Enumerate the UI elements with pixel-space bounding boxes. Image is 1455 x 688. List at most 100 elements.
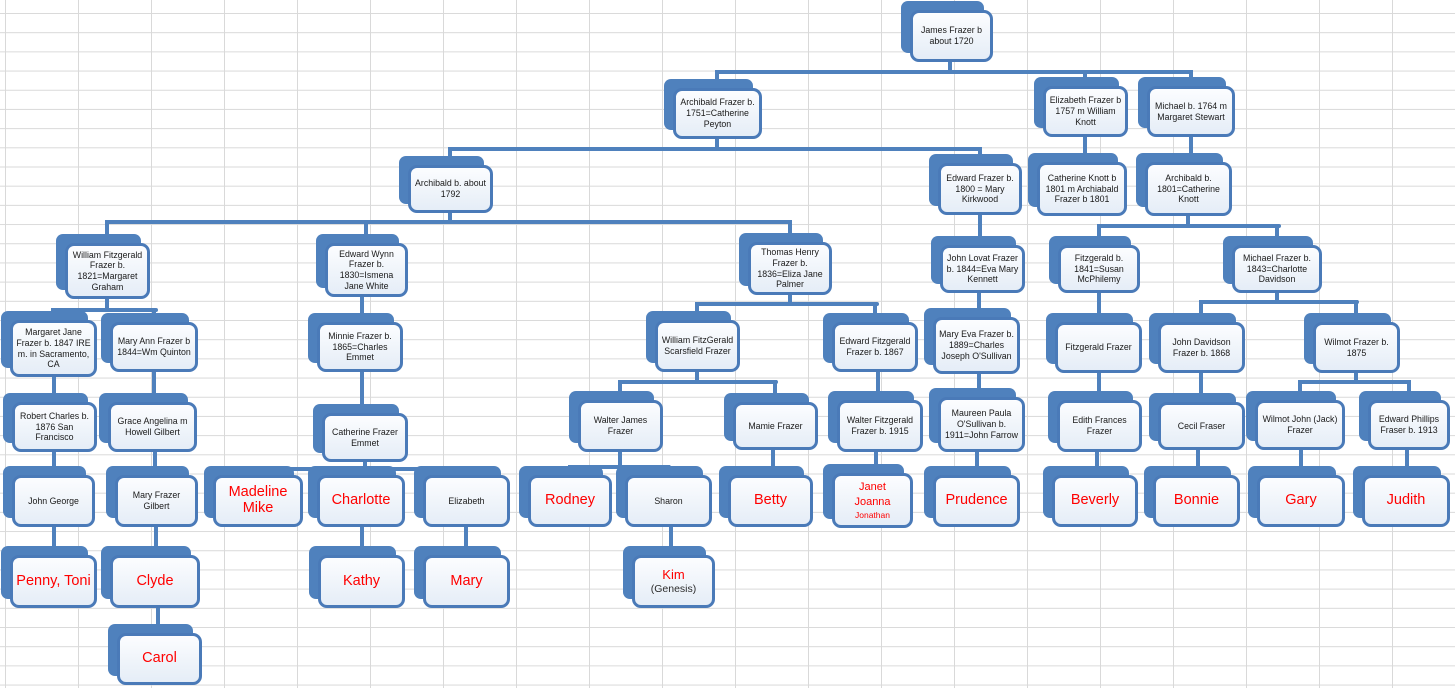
person-name: Kathy <box>342 572 381 589</box>
connector-line <box>695 302 879 306</box>
node-archibald-1792[interactable]: Archibald b. about 1792 <box>399 156 493 213</box>
node-thomas-henry-frazer-1836[interactable]: Thomas Henry Frazer b. 1836=Eliza Jane P… <box>739 233 832 295</box>
person-name: Edward Frazer b. 1800 = Mary Kirkwood <box>946 172 1014 205</box>
connector-line <box>156 608 160 633</box>
connector-line <box>1405 450 1409 475</box>
connector-line <box>977 374 981 397</box>
node-john-george[interactable]: John George <box>3 466 95 527</box>
node-mary[interactable]: Mary <box>414 546 510 608</box>
node-wilmot-frazer-1875[interactable]: Wilmot Frazer b. 1875 <box>1304 313 1400 373</box>
node-wilmot-john-jack-frazer[interactable]: Wilmot John (Jack) Frazer <box>1246 391 1345 450</box>
node-edith-frances-frazer[interactable]: Edith Frances Frazer <box>1048 391 1142 452</box>
node-charlotte[interactable]: Charlotte <box>308 466 405 527</box>
connector-line <box>618 380 622 400</box>
node-judith[interactable]: Judith <box>1353 466 1450 527</box>
person-name: William FitzGerald Scarsfield Frazer <box>661 335 734 356</box>
person-name: Elizabeth <box>448 495 485 506</box>
node-minnie-frazer-1865[interactable]: Minnie Frazer b. 1865=Charles Emmet <box>308 313 403 372</box>
node-john-davidson-frazer-1868[interactable]: John Davidson Frazer b. 1868 <box>1149 313 1245 373</box>
person-name: Catherine Frazer Emmet <box>331 426 398 448</box>
node-bonnie[interactable]: Bonnie <box>1144 466 1240 527</box>
node-kim-genesis[interactable]: Kim(Genesis) <box>623 546 715 608</box>
connector-line <box>360 372 364 413</box>
node-michael-1764[interactable]: Michael b. 1764 m Margaret Stewart <box>1138 77 1235 137</box>
connector-line <box>1083 137 1087 162</box>
node-william-fitzgerald-frazer-1821[interactable]: William Fitzgerald Frazer b. 1821=Margar… <box>56 234 150 299</box>
node-prudence[interactable]: Prudence <box>924 466 1020 527</box>
person-name: Mamie Frazer <box>748 420 803 431</box>
node-penny-toni[interactable]: Penny, Toni <box>1 546 97 608</box>
node-catherine-frazer-emmet[interactable]: Catherine Frazer Emmet <box>313 404 408 462</box>
node-sharon[interactable]: Sharon <box>616 466 712 527</box>
node-elizabeth[interactable]: Elizabeth <box>414 466 510 527</box>
connector-line <box>1354 373 1358 382</box>
person-name: Edward Phillips Fraser b. 1913 <box>1378 414 1440 435</box>
node-kathy[interactable]: Kathy <box>309 546 405 608</box>
node-mamie-frazer[interactable]: Mamie Frazer <box>724 393 818 450</box>
person-name: Mary Ann Frazer b 1844=Wm Quinton <box>117 336 191 357</box>
connector-line <box>464 527 468 555</box>
node-mary-ann-frazer-1844[interactable]: Mary Ann Frazer b 1844=Wm Quinton <box>101 313 198 372</box>
node-walter-fitzgerald-frazer-1915[interactable]: Walter Fitzgerald Frazer b. 1915 <box>828 391 923 452</box>
connector-line <box>153 452 157 475</box>
connector-line <box>1199 300 1203 322</box>
person-name: Madeline Mike <box>228 484 288 516</box>
node-james-frazer[interactable]: James Frazer b about 1720 <box>901 1 993 62</box>
node-michael-frazer-1843[interactable]: Michael Frazer b. 1843=Charlotte Davidso… <box>1223 236 1322 293</box>
person-name: Edith Frances Frazer <box>1072 415 1127 436</box>
person-name: Catherine Knott b 1801 m Archiabald Fraz… <box>1045 172 1119 205</box>
node-carol[interactable]: Carol <box>108 624 202 685</box>
connector-line <box>1097 224 1281 228</box>
person-name: Grace Angelina m Howell Gilbert <box>117 416 188 437</box>
connector-line <box>105 299 109 310</box>
person-name: Sharon <box>654 495 683 506</box>
person-name: Kim <box>662 567 685 582</box>
person-name: Joanna <box>854 495 891 508</box>
node-rodney[interactable]: Rodney <box>519 466 612 527</box>
node-john-lovat-frazer-1844[interactable]: John Lovat Frazer b. 1844=Eva Mary Kenne… <box>931 236 1025 293</box>
node-edward-fitzgerald-frazer-1867[interactable]: Edward Fitzgerald Frazer b. 1867 <box>823 313 918 372</box>
node-elizabeth-frazer-1757[interactable]: Elizabeth Frazer b 1757 m William Knott <box>1034 77 1128 137</box>
person-name: Margaret Jane Frazer b. 1847 IRE m. in S… <box>16 327 91 370</box>
connector-line <box>773 380 777 402</box>
node-robert-charles-1876[interactable]: Robert Charles b. 1876 San Francisco <box>3 393 97 452</box>
node-cecil-fraser[interactable]: Cecil Fraser <box>1149 393 1245 450</box>
connector-line <box>669 527 673 555</box>
node-walter-james-frazer[interactable]: Walter James Frazer <box>569 391 663 452</box>
connector-line <box>52 452 56 475</box>
connector-line <box>105 220 792 224</box>
node-beverly[interactable]: Beverly <box>1043 466 1138 527</box>
node-edward-frazer-1800[interactable]: Edward Frazer b. 1800 = Mary Kirkwood <box>929 154 1022 215</box>
node-catherine-knott-1801[interactable]: Catherine Knott b 1801 m Archiabald Fraz… <box>1028 153 1127 216</box>
node-betty[interactable]: Betty <box>719 466 813 527</box>
node-clyde[interactable]: Clyde <box>101 546 200 608</box>
connector-line <box>448 213 452 222</box>
node-maureen-paula-osullivan-1911[interactable]: Maureen Paula O'Sullivan b. 1911=John Fa… <box>929 388 1025 452</box>
node-edward-phillips-fraser-1913[interactable]: Edward Phillips Fraser b. 1913 <box>1359 391 1450 450</box>
person-name: John George <box>28 495 79 506</box>
node-grace-angelina[interactable]: Grace Angelina m Howell Gilbert <box>99 393 197 452</box>
node-william-fitzgerald-scarsfield-frazer[interactable]: William FitzGerald Scarsfield Frazer <box>646 311 740 372</box>
node-mary-eva-frazer-1889[interactable]: Mary Eva Frazer b. 1889=Charles Joseph O… <box>924 308 1020 374</box>
node-fitzgerald-frazer[interactable]: Fitzgerald Frazer <box>1046 313 1142 373</box>
node-fitzgerald-1841[interactable]: Fitzgerald b. 1841=Susan McPhilemy <box>1049 236 1140 293</box>
connector-line <box>51 308 158 312</box>
person-name: Archibald b. about 1792 <box>415 178 486 199</box>
node-archibald-frazer-1751[interactable]: Archibald Frazer b. 1751=Catherine Peyto… <box>664 79 762 139</box>
node-edward-wynn-frazer-1830[interactable]: Edward Wynn Frazer b. 1830=Ismena Jane W… <box>316 234 408 297</box>
connector-line <box>715 70 1193 74</box>
connector-line <box>788 220 792 242</box>
person-name-secondary: (Genesis) <box>650 582 697 595</box>
person-name: Maureen Paula O'Sullivan b. 1911=John Fa… <box>945 408 1018 440</box>
person-name: Judith <box>1386 492 1426 509</box>
node-mary-frazer-gilbert[interactable]: Mary Frazer Gilbert <box>106 466 198 527</box>
person-name: Elizabeth Frazer b 1757 m William Knott <box>1049 95 1122 127</box>
node-margaret-jane-frazer-1847[interactable]: Margaret Jane Frazer b. 1847 IRE m. in S… <box>1 311 97 377</box>
node-madeline-mike[interactable]: Madeline Mike <box>204 466 303 527</box>
connector-line <box>873 302 877 322</box>
connector-line <box>978 215 982 245</box>
connector-line <box>1298 380 1302 400</box>
node-archibald-1801[interactable]: Archibald b. 1801=Catherine Knott <box>1136 153 1232 216</box>
node-gary[interactable]: Gary <box>1248 466 1345 527</box>
